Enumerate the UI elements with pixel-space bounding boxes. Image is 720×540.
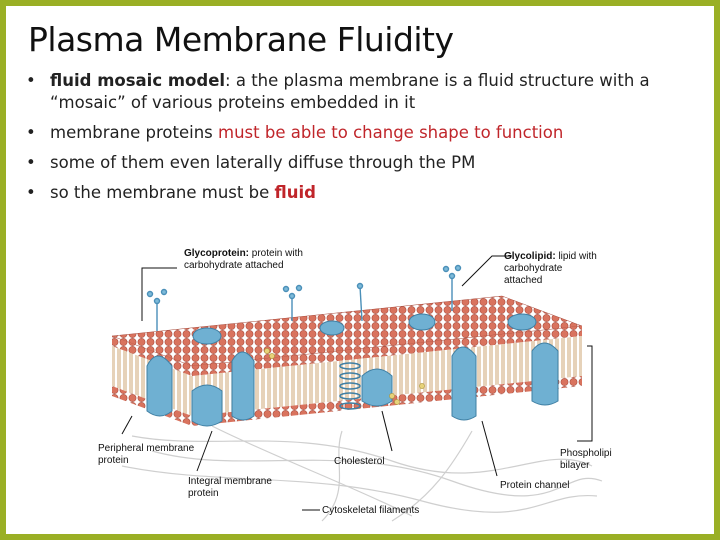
bullet-symbol: •: [26, 71, 36, 90]
bullet-item: • fluid mosaic model: a the plasma membr…: [24, 70, 714, 114]
bullet-item: • some of them even laterally diffuse th…: [24, 152, 714, 174]
cytoskeletal-filaments-label: Cytoskeletal filaments: [322, 505, 419, 516]
glycolipid-label-line2: carbohydrate: [504, 263, 563, 274]
bullet-term: fluid mosaic model: [50, 71, 226, 90]
label-leaders: [121, 255, 593, 477]
phospholipid-bilayer: [111, 295, 583, 426]
bullet-text: a the plasma membrane is a fluid structu…: [50, 71, 650, 112]
peripheral-protein-label-line2: protein: [98, 455, 129, 466]
glycolipid-label: Glycolipid: lipid with: [504, 251, 597, 262]
slide: Plasma Membrane Fluidity • fluid mosaic …: [6, 6, 714, 534]
peripheral-protein-label: Peripheral membrane: [98, 443, 195, 454]
phospholipid-bilayer-label: Phospholipid: [560, 448, 612, 459]
glycolipid-label-line3: attached: [504, 275, 542, 286]
bullet-text: so the membrane must be: [50, 183, 275, 202]
bullet-list: • fluid mosaic model: a the plasma membr…: [24, 70, 714, 212]
glycoprotein-label: Glycoprotein: protein with: [184, 248, 303, 259]
glycoprotein-label-line2: carbohydrate attached: [184, 260, 284, 271]
bullet-text: membrane proteins: [50, 123, 219, 142]
integral-protein-label-line2: protein: [188, 488, 219, 499]
protein-channel-label: Protein channel: [500, 480, 570, 491]
bullet-symbol: •: [26, 123, 36, 142]
bullet-item: • so the membrane must be fluid: [24, 182, 714, 204]
bullet-text: some of them even laterally diffuse thro…: [50, 153, 476, 172]
cholesterol-molecules: [264, 348, 425, 405]
phospholipid-bilayer-label-line2: bilayer: [560, 460, 590, 471]
carbohydrate-chains: [146, 264, 462, 331]
bullet-symbol: •: [26, 153, 36, 172]
protein-channel: [339, 362, 361, 410]
slide-title: Plasma Membrane Fluidity: [28, 20, 454, 59]
bullet-colon: :: [225, 71, 231, 90]
bullet-item: • membrane proteins must be able to chan…: [24, 122, 714, 144]
bullet-highlight: must be able to change shape to function: [218, 123, 564, 142]
cholesterol-label: Cholesterol: [334, 456, 385, 467]
membrane-diagram: Glycoprotein: protein with carbohydrate …: [98, 248, 612, 522]
bullet-highlight: fluid: [274, 183, 316, 202]
integral-protein-label: Integral membrane: [188, 476, 272, 487]
bullet-symbol: •: [26, 183, 36, 202]
cytoskeletal-filaments: [121, 425, 603, 522]
integral-proteins: [146, 313, 559, 427]
